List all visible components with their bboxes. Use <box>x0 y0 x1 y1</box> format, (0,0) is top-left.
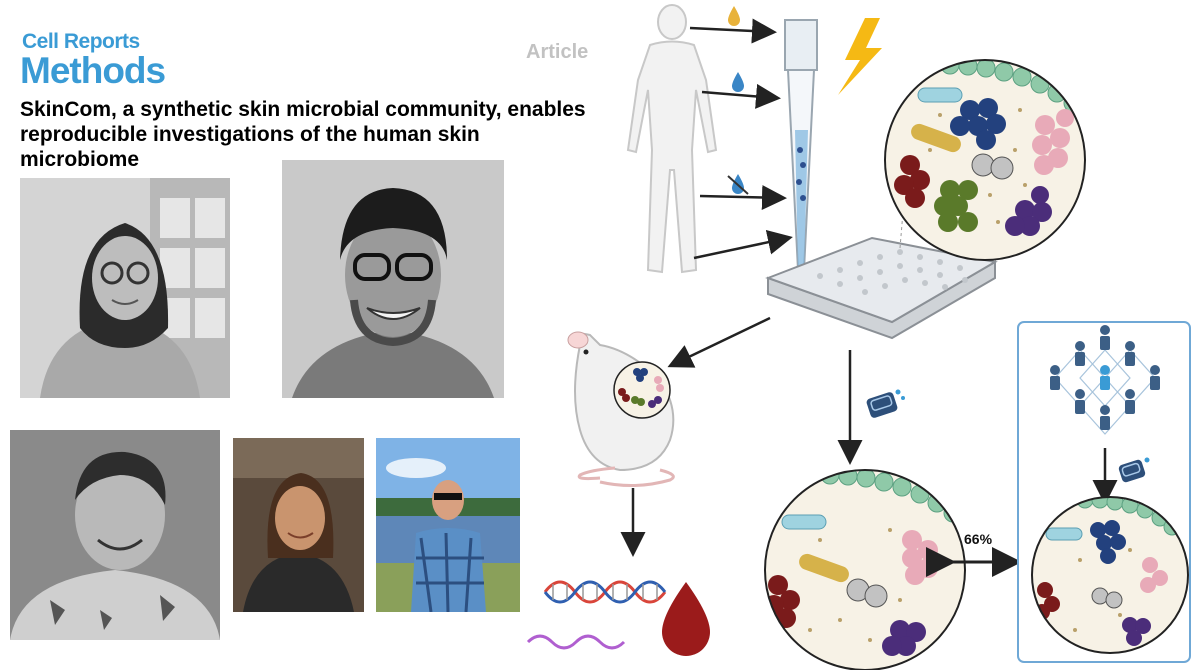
sample-arrow-2 <box>701 83 781 109</box>
dna-icon <box>543 580 667 604</box>
article-type-label: Article <box>526 41 589 63</box>
graphical-abstract-diagram <box>526 4 1191 670</box>
human-network-icon <box>1050 325 1160 435</box>
sample-arrow-3 <box>699 185 787 211</box>
similarity-percentage-label: 66% <box>964 531 993 547</box>
skin-community-circle-top <box>884 59 1086 261</box>
dry-skin-icon <box>727 174 749 195</box>
author-photo-1-graphic <box>20 178 230 398</box>
author-photo-3-graphic <box>10 430 220 640</box>
journal-name-cell-reports: Cell Reports <box>22 30 140 53</box>
author-photo-1 <box>20 178 230 398</box>
lightning-bolt-icon <box>838 18 882 95</box>
arrow-to-mouse <box>667 316 771 368</box>
pipette-icon <box>784 19 818 271</box>
author-photo-4 <box>233 438 364 612</box>
sample-arrow-4 <box>693 229 793 260</box>
author-photo-3 <box>10 430 220 640</box>
mouse-model-icon <box>567 331 675 488</box>
author-photo-4-graphic <box>233 438 364 612</box>
author-photo-2 <box>282 160 504 398</box>
rna-icon <box>526 634 626 650</box>
author-photo-2-graphic <box>282 160 504 398</box>
paper-title: SkinCom, a synthetic skin microbial comm… <box>20 98 586 171</box>
blood-drop-icon <box>662 582 710 656</box>
well-plate-icon <box>765 236 998 340</box>
author-photo-5-graphic <box>376 438 520 612</box>
sequencing-icon <box>866 389 905 418</box>
skin-community-circle-right <box>1031 496 1189 654</box>
sample-arrow-1 <box>689 18 777 44</box>
sequencing-icon-right <box>1118 457 1150 483</box>
skin-community-circle-bottom <box>764 469 966 670</box>
sweat-droplet-icon <box>728 6 740 26</box>
water-droplet-icon <box>732 72 744 92</box>
author-photo-5 <box>376 438 520 612</box>
journal-name-methods: Methods <box>20 50 166 91</box>
human-body-figure <box>626 4 718 274</box>
